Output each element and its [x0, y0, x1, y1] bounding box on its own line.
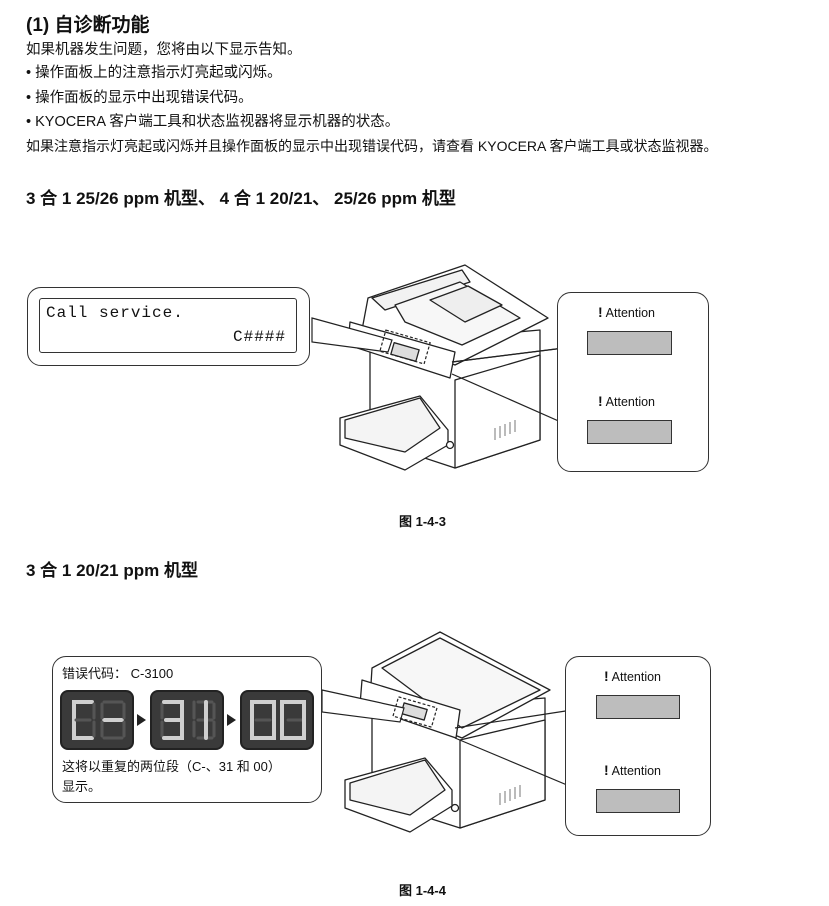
fig2-heading: 3 合 1 20/21 ppm 机型 — [26, 561, 198, 580]
segment-display-2 — [150, 690, 224, 750]
attention-lamp-on — [587, 331, 672, 355]
printer-illustration-1 — [339, 264, 549, 471]
attention-lamp-on — [596, 695, 680, 719]
segment-digits-3 — [250, 700, 306, 740]
exclamation-icon: ! — [604, 668, 609, 684]
attention-lamp-flashing — [587, 420, 672, 444]
intro-line-4: • KYOCERA 客户端工具和状态监视器将显示机器的状态。 — [26, 114, 400, 130]
printer-illustration-2 — [344, 631, 551, 833]
attention-label-on: !Attention — [604, 668, 661, 684]
fig1-heading: 3 合 1 25/26 ppm 机型、 4 合 1 20/21、 25/26 p… — [26, 189, 456, 208]
attention-label-flash: !Attention — [598, 393, 655, 409]
attention-lamp-flashing — [596, 789, 680, 813]
exclamation-icon: ! — [604, 762, 609, 778]
attention-text: Attention — [611, 670, 662, 684]
fig1-caption: 图 1-4-3 — [399, 514, 446, 529]
lcd-line-2: C#### — [232, 328, 286, 346]
intro-line-1: 如果机器发生问题，您将由以下显示告知。 — [26, 42, 302, 58]
exclamation-icon: ! — [598, 393, 603, 409]
attention-label-on: !Attention — [598, 304, 655, 320]
lcd-display: Call service. C#### — [39, 298, 297, 353]
attention-text: Attention — [605, 306, 656, 320]
arrow-right-icon — [227, 714, 236, 726]
arrow-right-icon — [137, 714, 146, 726]
attention-text: Attention — [611, 764, 662, 778]
segment-digits-1 — [72, 700, 126, 740]
exclamation-icon: ! — [598, 304, 603, 320]
intro-line-2: • 操作面板上的注意指示灯亮起或闪烁。 — [26, 65, 282, 81]
segment-display-1 — [60, 690, 134, 750]
attention-label-flash: !Attention — [604, 762, 661, 778]
intro-line-3: • 操作面板的显示中出现错误代码。 — [26, 90, 253, 106]
error-code-label: 错误代码： C-3100 — [62, 666, 174, 681]
section-title: (1) 自诊断功能 — [26, 15, 150, 36]
attention-text: Attention — [605, 395, 656, 409]
attention-panel-1 — [557, 292, 709, 472]
segment-digits-2 — [160, 700, 216, 740]
lcd-line-1: Call service. — [46, 304, 184, 322]
segment-note-line-1: 这将以重复的两位段（C-、31 和 00） — [62, 759, 281, 774]
fig2-caption: 图 1-4-4 — [399, 883, 446, 898]
segment-display-3 — [240, 690, 314, 750]
intro-line-5: 如果注意指示灯亮起或闪烁并且操作面板的显示中出现错误代码，请查看 KYOCERA… — [26, 138, 718, 154]
segment-note-line-2: 显示。 — [62, 779, 102, 794]
